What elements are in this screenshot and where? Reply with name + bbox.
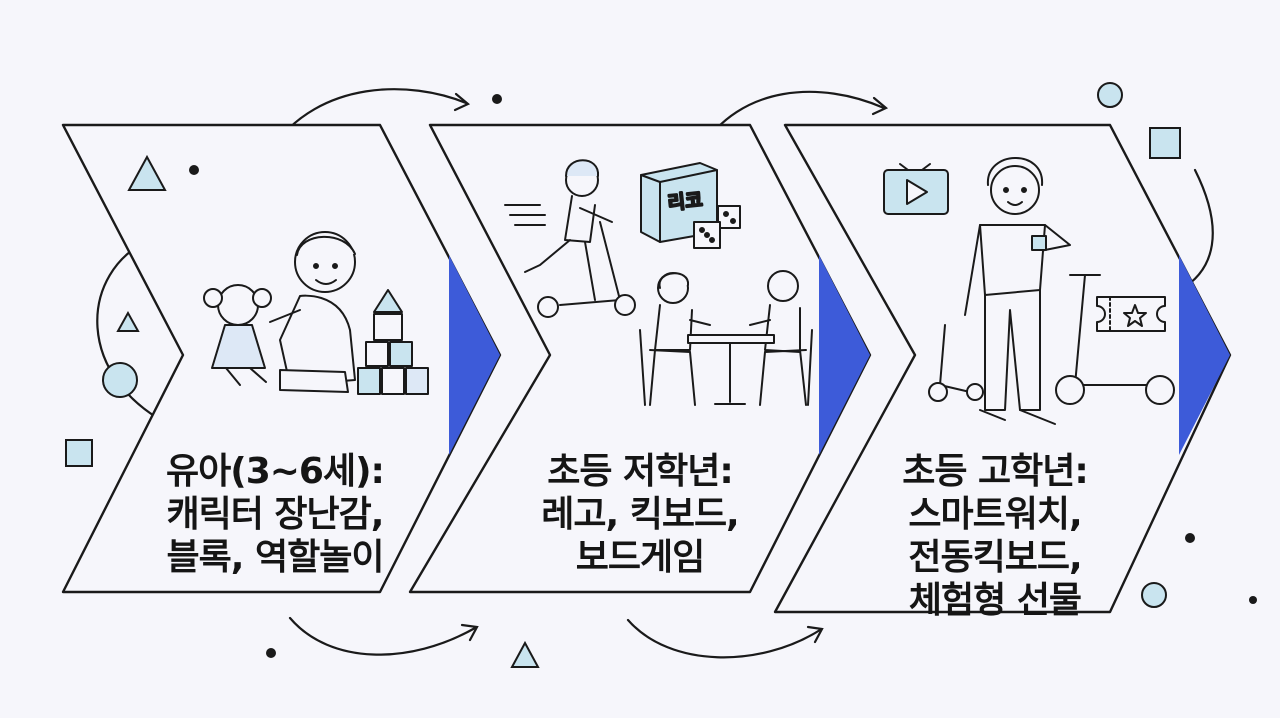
caption-line: 블록, 역할놀이 [166, 537, 385, 578]
dot-shape [492, 94, 502, 104]
caption-line: 초등 고학년: [902, 451, 1089, 492]
electric-scooter-icon [1055, 274, 1175, 405]
scooter-icon [928, 324, 984, 402]
square-shape [65, 439, 93, 467]
stage-panel-1 [61, 123, 502, 594]
stage-2-caption: 초등 저학년: 레고, 킥보드, 보드게임 [490, 450, 790, 579]
connector-arrowhead [806, 625, 824, 644]
dice-icon [693, 205, 741, 249]
caption-line: 유아(3~6세): [166, 451, 385, 492]
connector-curve [96, 238, 182, 432]
caption-line: 체험형 선물 [908, 580, 1082, 621]
doll-icon [203, 284, 272, 386]
caption-line: 캐릭터 장난감, [166, 494, 385, 535]
caption-line: 초등 저학년: [547, 451, 734, 492]
smartwatch-boy-icon [964, 157, 1071, 425]
arrow-wedge-3 [1179, 255, 1230, 455]
caption-line: 보드게임 [575, 537, 705, 578]
stage-3-caption: 초등 고학년: 스마트워치, 전동킥보드, 체험형 선물 [845, 450, 1145, 622]
triangle-shape [116, 310, 140, 332]
caption-line: 스마트워치, [908, 494, 1082, 535]
circle-shape [102, 362, 138, 398]
ticket-icon [1096, 296, 1166, 332]
dot-shape [189, 165, 199, 175]
connector-curve [626, 618, 822, 659]
scooter-kid-icon [504, 159, 636, 318]
dot-shape [1249, 596, 1257, 604]
circle-shape [1141, 582, 1167, 608]
stage-1-caption: 유아(3~6세): 캐릭터 장난감, 블록, 역할놀이 [105, 450, 445, 579]
dot-shape [1185, 533, 1195, 543]
connector-arrowhead [871, 96, 889, 116]
arrow-wedge-2 [819, 255, 870, 455]
stage-panel-2 [408, 123, 872, 594]
caption-line: 레고, 킥보드, [541, 494, 740, 535]
dot-shape [266, 648, 276, 658]
circle-shape [1097, 82, 1123, 108]
connector-arrowhead [460, 623, 479, 642]
blocks-icon [357, 289, 429, 395]
game-box-label: 리코 [667, 189, 704, 215]
square-shape [1149, 127, 1181, 159]
triangle-shape [510, 640, 540, 668]
connector-arrowhead [453, 92, 471, 112]
caption-line: 전동킥보드, [908, 537, 1082, 578]
triangle-shape [127, 154, 167, 191]
arrow-wedge-1 [449, 255, 500, 455]
child-icon [269, 231, 356, 393]
connector-curve [288, 616, 477, 656]
tv-icon [883, 163, 949, 215]
board-game-table-icon [639, 270, 813, 406]
stage-panel-3 [773, 123, 1232, 614]
